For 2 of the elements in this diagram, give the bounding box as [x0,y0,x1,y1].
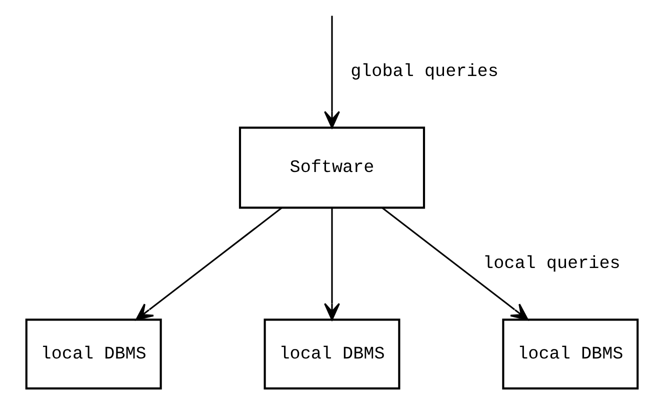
edge-label: global queries [350,62,498,82]
edge-label: local queries [482,254,620,274]
